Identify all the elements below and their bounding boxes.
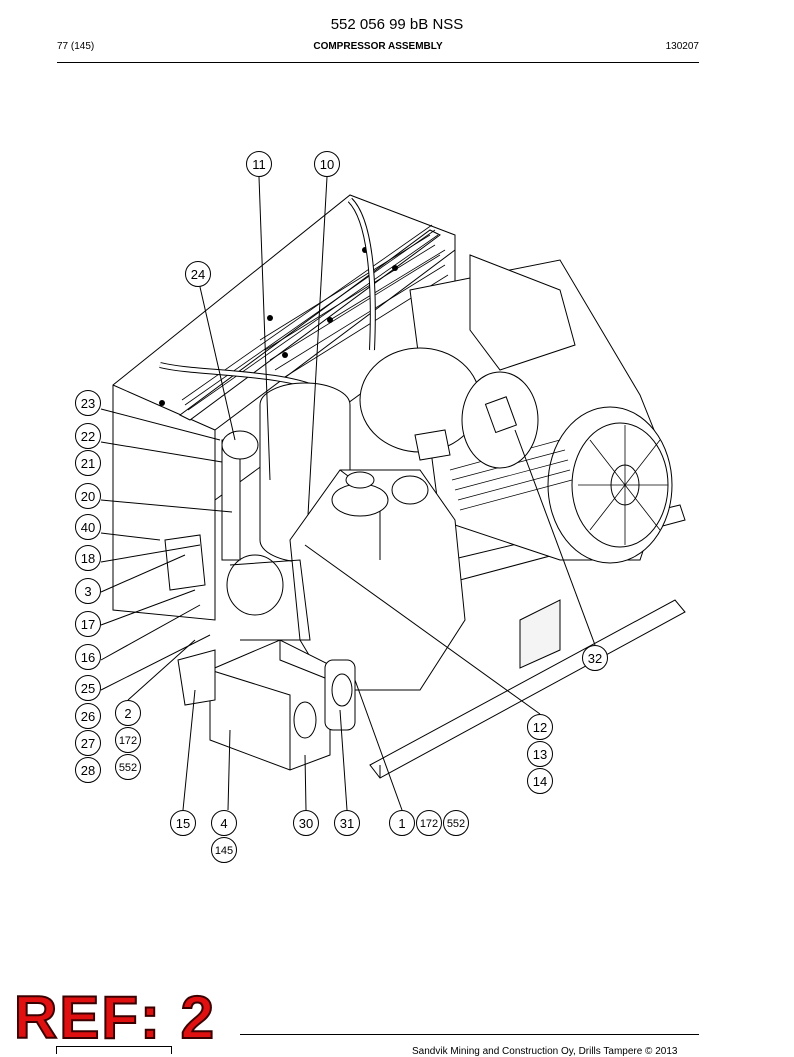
callout-10: 10 — [314, 151, 340, 177]
callout-552-left: 552 — [115, 754, 141, 780]
callout-1: 1 — [389, 810, 415, 836]
callout-16: 16 — [75, 644, 101, 670]
callout-20: 20 — [75, 483, 101, 509]
callout-12: 12 — [527, 714, 553, 740]
callout-145: 145 — [211, 837, 237, 863]
callout-22: 22 — [75, 423, 101, 449]
callout-11: 11 — [246, 151, 272, 177]
callout-23: 23 — [75, 390, 101, 416]
callout-27: 27 — [75, 730, 101, 756]
callout-2: 2 — [115, 700, 141, 726]
sandvik-logo — [56, 1046, 172, 1054]
header-rule — [57, 62, 699, 63]
callout-4: 4 — [211, 810, 237, 836]
callout-40: 40 — [75, 514, 101, 540]
callout-21: 21 — [75, 450, 101, 476]
callout-28: 28 — [75, 757, 101, 783]
callout-25: 25 — [75, 675, 101, 701]
callout-172-right: 172 — [416, 810, 442, 836]
section-heading: COMPRESSOR ASSEMBLY — [313, 41, 443, 52]
callout-30: 30 — [293, 810, 319, 836]
callout-172-left: 172 — [115, 727, 141, 753]
callout-14: 14 — [527, 768, 553, 794]
footer-copyright: Sandvik Mining and Construction Oy, Dril… — [412, 1046, 678, 1057]
callout-3: 3 — [75, 578, 101, 604]
callout-26: 26 — [75, 703, 101, 729]
footer-rule — [240, 1034, 699, 1035]
callout-17: 17 — [75, 611, 101, 637]
document-title: 552 056 99 bB NSS — [330, 16, 464, 33]
callout-18: 18 — [75, 545, 101, 571]
callout-32: 32 — [582, 645, 608, 671]
page-number: 77 (145) — [57, 41, 95, 52]
callout-15: 15 — [170, 810, 196, 836]
ref-stamp: REF: 2 — [13, 984, 217, 1051]
callout-31: 31 — [334, 810, 360, 836]
callout-552-right: 552 — [443, 810, 469, 836]
document-date: 130207 — [665, 41, 699, 52]
callout-24: 24 — [185, 261, 211, 287]
callout-13: 13 — [527, 741, 553, 767]
